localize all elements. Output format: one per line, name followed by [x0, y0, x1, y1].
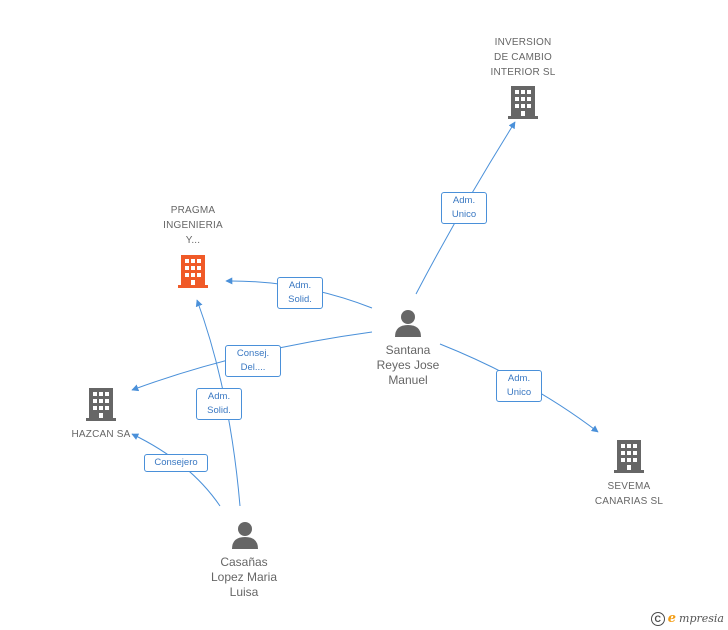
node-label-inversion[interactable]: INVERSION DE CAMBIO INTERIOR SL	[490, 37, 556, 78]
edge-label-santana-pragma[interactable]: Adm. Solid.	[277, 277, 323, 309]
node-label-santana[interactable]: Santana Reyes Jose Manuel	[376, 343, 440, 387]
edge-label-casanas-hazcan[interactable]: Consejero	[144, 454, 208, 472]
node-label-hazcan[interactable]: HAZCAN SA	[71, 429, 131, 440]
node-label-sevema[interactable]: SEVEMA CANARIAS SL	[594, 481, 664, 507]
edge-label-santana-inversion[interactable]: Adm. Unico	[441, 192, 487, 224]
edge-label-casanas-pragma[interactable]: Adm. Solid.	[196, 388, 242, 420]
building-icon[interactable]	[614, 440, 644, 473]
building-icon[interactable]	[508, 86, 538, 119]
copyright-icon: C	[650, 611, 665, 626]
person-icon[interactable]	[232, 522, 258, 549]
building-icon[interactable]	[86, 388, 116, 421]
edge-label-santana-hazcan[interactable]: Consej. Del....	[225, 345, 281, 377]
node-label-pragma[interactable]: PRAGMA INGENIERIA Y...	[163, 205, 223, 246]
brand-initial: e	[667, 611, 677, 626]
node-label-casanas[interactable]: Casañas Lopez Maria Luisa	[210, 555, 278, 599]
person-icon[interactable]	[395, 310, 421, 337]
edge-label-santana-sevema[interactable]: Adm. Unico	[496, 370, 542, 402]
building-icon[interactable]	[178, 255, 208, 288]
brand-name: mpresia	[679, 612, 724, 625]
